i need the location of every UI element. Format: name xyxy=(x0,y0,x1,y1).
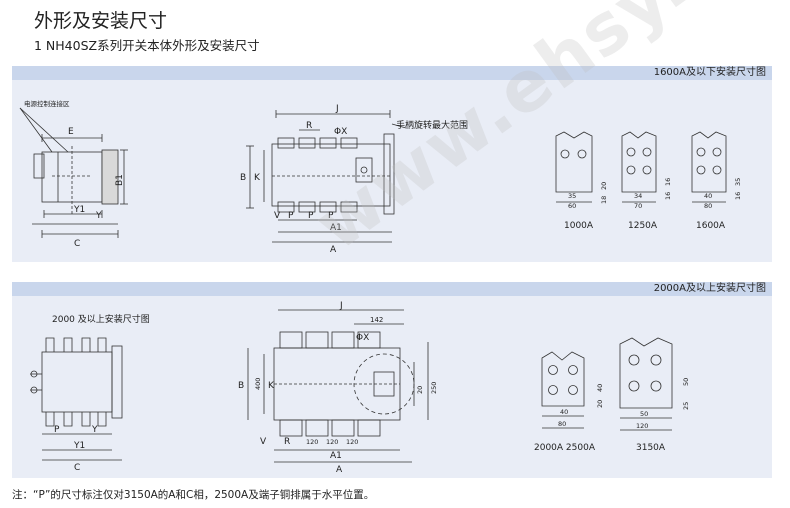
handle-range-label: 手柄旋转最大范围 xyxy=(396,119,468,131)
terminal-1600a: 35 16 40 80 1600A xyxy=(691,131,742,231)
t3150-d4: 120 xyxy=(636,422,648,430)
t1600-d4: 80 xyxy=(704,202,712,210)
dim-B1: B1 xyxy=(115,174,125,186)
t1000-d3: 60 xyxy=(568,202,576,210)
panel-1600a-band-label: 1600A及以下安装尺寸图 xyxy=(653,67,766,78)
t2000-d1: 40 xyxy=(596,384,604,392)
dim-Y1: Y1 xyxy=(73,205,85,215)
t1600-d1: 35 xyxy=(734,178,742,186)
front2-142: 142 xyxy=(370,316,383,324)
dim-phiX: ΦX xyxy=(334,127,347,137)
panel-2000a-band: 2000A及以上安装尺寸图 xyxy=(12,282,772,296)
terminal-1250a: 34 70 16 16 1250A xyxy=(621,131,672,231)
side2-C: C xyxy=(74,463,80,473)
t1250-d2: 70 xyxy=(634,202,642,210)
t3150-d3: 50 xyxy=(640,410,648,418)
t2000-caption: 2000A 2500A xyxy=(534,443,596,453)
front-view-1600a: J R ΦX 手柄旋转最大范围 B K V P P P A1 A xyxy=(240,104,468,255)
front2-250: 250 xyxy=(430,382,438,394)
dim-P3: P xyxy=(328,211,334,221)
t1600-caption: 1600A xyxy=(696,221,726,231)
t1000-d2: 35 xyxy=(568,192,576,200)
t2000-d4: 80 xyxy=(558,420,566,428)
dim-B: B xyxy=(240,173,246,183)
side-caption: 2000 及以上安装尺寸图 xyxy=(52,313,150,325)
front2-K: K xyxy=(268,381,275,391)
front2-120c: 120 xyxy=(346,438,358,446)
side-view-2000a: 2000 及以上安装尺寸图 P Y Y1 C xyxy=(30,313,150,473)
dim-K: K xyxy=(254,173,261,183)
front2-B: B xyxy=(238,381,244,391)
dim-A1: A1 xyxy=(330,223,342,233)
page-subtitle: 1 NH40SZ系列开关本体外形及安装尺寸 xyxy=(34,38,260,53)
t1000-d4: 18 xyxy=(600,196,608,204)
t1600-d2: 16 xyxy=(734,192,742,200)
dim-Y: Y xyxy=(95,211,102,221)
t1600-d3: 40 xyxy=(704,192,712,200)
t3150-caption: 3150A xyxy=(636,443,666,453)
t2000-d3: 40 xyxy=(560,408,568,416)
dim-A: A xyxy=(330,245,337,255)
side2-Y: Y xyxy=(91,425,98,435)
side-view-1600a: 电源控制连接区 E B1 Y1 Y C xyxy=(19,99,128,249)
dim-P2: P xyxy=(308,211,314,221)
terminal-1000a: 20 35 60 18 1000A xyxy=(555,131,608,231)
side2-Y1: Y1 xyxy=(73,441,85,451)
t2000-d2: 20 xyxy=(596,400,604,408)
t1250-d3: 16 xyxy=(664,178,672,186)
footnote: 注：“P”的尺寸标注仅对3150A的A和C相，2500A及端子铜排属于水平位置。 xyxy=(12,489,375,501)
panel-2000a-drawing: 2000 及以上安装尺寸图 P Y Y1 C xyxy=(30,301,690,475)
page-title: 外形及安装尺寸 xyxy=(34,10,168,32)
dim-P1: P xyxy=(288,211,294,221)
dim-V: V xyxy=(274,211,281,221)
front2-J: J xyxy=(339,301,343,311)
side2-P: P xyxy=(54,425,60,435)
t1000-caption: 1000A xyxy=(564,221,594,231)
t1250-caption: 1250A xyxy=(628,221,658,231)
control-area-label: 电源控制连接区 xyxy=(24,99,70,108)
front2-120b: 120 xyxy=(326,438,338,446)
front2-20: 20 xyxy=(416,386,424,394)
dim-E: E xyxy=(68,127,74,137)
front2-400: 400 xyxy=(254,378,262,390)
dim-C: C xyxy=(74,239,80,249)
front2-120a: 120 xyxy=(306,438,318,446)
dim-J: J xyxy=(335,104,339,114)
panel-1600a-band: 1600A及以下安装尺寸图 xyxy=(12,66,772,80)
front2-V: V xyxy=(260,437,267,447)
front2-A: A xyxy=(336,465,343,475)
t1000-d1: 20 xyxy=(600,182,608,190)
t3150-d2: 25 xyxy=(682,402,690,410)
terminal-2000a-2500a: 40 20 40 80 2000A 2500A xyxy=(534,351,604,453)
panel-1600a-drawing: 电源控制连接区 E B1 Y1 Y C xyxy=(19,99,742,255)
panel-1600a: 1600A及以下安装尺寸图 电源控制连接区 E B1 Y1 Y xyxy=(12,66,772,262)
front2-A1: A1 xyxy=(330,451,342,461)
front2-phiX: ΦX xyxy=(356,333,369,343)
panel-2000a: 2000A及以上安装尺寸图 2000 及以上安装尺寸图 P Y Y1 C xyxy=(12,282,772,478)
front-view-2000a: J 142 ΦX B 400 K 20 250 R 120 120 120 V … xyxy=(238,301,438,475)
panel-2000a-band-label: 2000A及以上安装尺寸图 xyxy=(653,283,766,294)
dim-R: R xyxy=(306,121,312,131)
t1250-d1: 34 xyxy=(634,192,642,200)
t3150-d1: 50 xyxy=(682,378,690,386)
t1250-d4: 16 xyxy=(664,192,672,200)
front2-R: R xyxy=(284,437,290,447)
terminal-3150a: 50 25 50 120 3150A xyxy=(619,337,690,453)
